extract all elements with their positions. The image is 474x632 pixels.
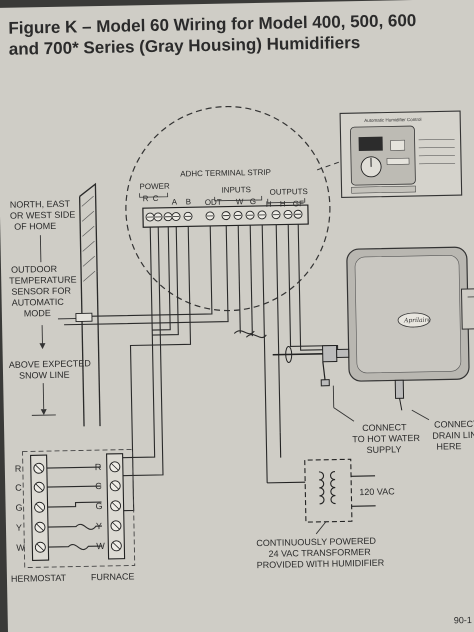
wiring-dashed-boundary: [22, 449, 136, 569]
svg-text:SENSOR FOR: SENSOR FOR: [11, 286, 71, 297]
power-group-label: POWER: [139, 182, 170, 192]
terminal-label-g: G: [250, 197, 256, 206]
thermostat-furnace-wires: [46, 466, 103, 551]
furnace-screw: [109, 461, 121, 473]
thermostat-screw: [34, 501, 46, 513]
transformer-label: CONTINUOUSLY POWERED 24 VAC TRANSFORMER …: [256, 536, 385, 570]
voltage-label: 120 VAC: [359, 486, 395, 497]
terminal-screw: [171, 212, 181, 222]
svg-text:HERE: HERE: [436, 441, 461, 451]
terminal-screw: [221, 211, 231, 221]
thermostat-label: HERMOSTAT: [11, 573, 67, 584]
terminal-strip-callout-circle: [125, 105, 331, 312]
inputs-group-label: INPUTS: [221, 185, 251, 195]
terminal-screw: [293, 209, 303, 219]
svg-text:PROVIDED WITH HUMIDIFIER: PROVIDED WITH HUMIDIFIER: [257, 558, 385, 570]
terminal-label-c: C: [153, 194, 159, 203]
terminal-screw: [257, 210, 267, 220]
humidifier-unit: [346, 246, 474, 382]
thermostat-terminal-y: Y: [16, 523, 22, 533]
callout-leader-line: [316, 160, 342, 171]
transformer: [267, 432, 376, 523]
thermostat-screw: [33, 462, 45, 474]
svg-text:CONNECT: CONNECT: [362, 422, 407, 433]
thermostat-screw: [34, 521, 46, 533]
terminal-screw: [145, 212, 155, 222]
terminal-strip-label: ADHC TERMINAL STRIP: [180, 168, 271, 179]
svg-text:ABOVE EXPECTED: ABOVE EXPECTED: [9, 358, 92, 370]
svg-text:AUTOMATIC: AUTOMATIC: [12, 297, 65, 308]
terminal-screw: [245, 210, 255, 220]
svg-text:SUPPLY: SUPPLY: [366, 444, 401, 455]
terminal-screw: [183, 211, 193, 221]
terminal-label-h: H: [266, 200, 272, 209]
furnace-terminal-g: G: [95, 501, 102, 511]
svg-text:TO HOT WATER: TO HOT WATER: [352, 433, 420, 444]
furnace-screw: [110, 500, 122, 512]
svg-text:CONTINUOUSLY POWERED: CONTINUOUSLY POWERED: [256, 536, 376, 548]
outside-wall: [78, 182, 101, 427]
svg-text:DRAIN LINE: DRAIN LINE: [432, 430, 474, 441]
thermostat-screws: [33, 462, 46, 553]
outdoor-sensor: [75, 312, 93, 322]
hot-water-label: CONNECT TO HOT WATER SUPPLY: [352, 422, 420, 455]
furnace-screws: [109, 461, 122, 552]
terminal-screw: [205, 211, 215, 221]
svg-text:24 VAC TRANSFORMER: 24 VAC TRANSFORMER: [268, 547, 371, 559]
thermostat-screw: [33, 481, 45, 493]
svg-text:OUTDOOR: OUTDOOR: [11, 264, 58, 275]
terminal-screw: [163, 212, 173, 222]
thermostat-terminal-r: R: [15, 464, 22, 474]
terminal-label-r: R: [143, 194, 149, 203]
terminal-label-a: A: [172, 198, 178, 207]
svg-text:SNOW LINE: SNOW LINE: [19, 370, 70, 381]
svg-text:OF HOME: OF HOME: [14, 221, 56, 232]
solenoid-valve: [272, 345, 350, 387]
svg-text:NORTH, EAST: NORTH, EAST: [10, 199, 71, 210]
terminal-label-b: B: [186, 197, 192, 206]
furnace-screw: [110, 520, 122, 532]
automatic-humidifier-control-inset: [339, 110, 463, 198]
svg-text:TEMPERATURE: TEMPERATURE: [9, 275, 77, 286]
terminal-label-w: W: [236, 197, 244, 206]
terminal-screw: [283, 209, 293, 219]
wall-hatching: [81, 195, 96, 282]
terminal-label-h: H: [280, 199, 286, 208]
drain-fitting: [394, 379, 405, 411]
thermostat-terminal-w: W: [16, 543, 25, 553]
furnace-screw: [110, 540, 122, 552]
thermostat-screw: [34, 541, 46, 553]
svg-text:CONNECT: CONNECT: [434, 419, 474, 430]
thermostat-terminal-c: C: [15, 483, 22, 493]
terminal-screw: [233, 210, 243, 220]
page-number: 90-1: [454, 615, 472, 625]
drain-line-label: CONNECT DRAIN LINE HERE: [432, 419, 474, 452]
control-wires: [64, 224, 339, 512]
humidifier-brand-logo: Aprilaire: [403, 317, 431, 325]
svg-text:MODE: MODE: [24, 308, 51, 319]
snow-line-label: ABOVE EXPECTED SNOW LINE: [9, 358, 92, 381]
terminal-label-odt: ODT: [205, 198, 222, 207]
control-inset-title: Automatic Humidifier Control: [364, 117, 421, 123]
sensor-label: OUTDOOR TEMPERATURE SENSOR FOR AUTOMATIC…: [9, 264, 77, 319]
furnace-label: FURNACE: [91, 571, 135, 582]
terminal-label-gf: GF: [293, 199, 304, 208]
terminal-screws: [145, 209, 303, 222]
wall-location-label: NORTH, EAST OR WEST SIDE OF HOME: [10, 199, 76, 232]
terminal-screw: [153, 212, 163, 222]
terminal-screw: [271, 210, 281, 220]
thermostat-terminal-g: G: [16, 503, 23, 513]
outputs-group-label: OUTPUTS: [270, 187, 308, 197]
furnace-screw: [109, 480, 121, 492]
svg-text:OR WEST SIDE: OR WEST SIDE: [10, 210, 76, 221]
